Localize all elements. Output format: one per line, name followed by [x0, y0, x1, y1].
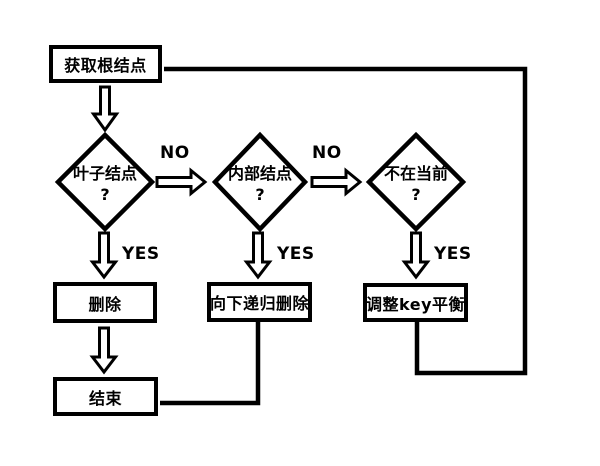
diamond-not-current-decision — [365, 131, 467, 233]
node-recursive-delete: 向下递归删除 — [207, 282, 312, 322]
down-arrow-icon-delete-to-end — [89, 326, 119, 375]
node-adjust-key-balance: 调整key平衡 — [363, 283, 468, 322]
leaf-decision-text: 叶子结点 — [72, 164, 137, 183]
node-adjust-key-balance-label: 调整key平衡 — [366, 294, 465, 314]
down-arrow-icon-internal-to-recursive — [243, 231, 273, 280]
node-not-current-decision-label: 不在当前 ? — [369, 163, 463, 205]
node-end: 结束 — [53, 377, 158, 416]
node-delete-label: 删除 — [88, 294, 122, 314]
leaf-decision-qmark: ? — [100, 185, 110, 204]
edge-label-yes-2: YES — [277, 244, 315, 264]
right-arrow-icon-internal-to-notcurrent — [310, 167, 363, 197]
edge-label-no-1: NO — [160, 143, 190, 163]
down-arrow-icon-notcurrent-to-adjust — [401, 231, 431, 280]
down-arrow-icon-start-to-leaf — [90, 85, 120, 133]
internal-decision-text: 内部结点 — [227, 164, 292, 183]
node-recursive-delete-label: 向下递归删除 — [210, 294, 310, 313]
edge-label-yes-1: YES — [122, 244, 160, 264]
down-arrow-icon-leaf-to-delete — [89, 231, 119, 280]
recursive-to-end-line — [160, 322, 261, 406]
loop-back-line — [164, 66, 528, 376]
node-start-label: 获取根结点 — [64, 56, 147, 75]
not-current-decision-qmark: ? — [411, 185, 421, 204]
node-start: 获取根结点 — [49, 45, 162, 83]
edge-label-no-2: NO — [312, 143, 342, 163]
node-end-label: 结束 — [88, 388, 122, 408]
internal-decision-qmark: ? — [255, 185, 265, 204]
node-delete: 删除 — [53, 282, 157, 323]
diamond-internal-decision — [211, 131, 309, 233]
not-current-decision-text: 不在当前 — [383, 164, 448, 183]
node-internal-decision-label: 内部结点 ? — [213, 163, 307, 205]
diamond-leaf-decision — [54, 131, 156, 233]
right-arrow-icon-leaf-to-internal — [155, 167, 208, 197]
node-leaf-decision-label: 叶子结点 ? — [58, 163, 152, 205]
edge-label-yes-3: YES — [434, 244, 472, 264]
